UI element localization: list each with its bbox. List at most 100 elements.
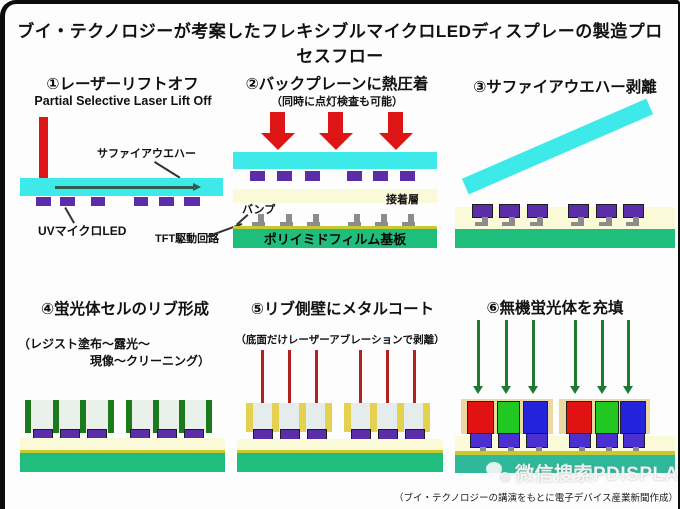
blue-phosphor-cell: [523, 401, 548, 434]
bump-contact: [402, 214, 415, 227]
step1-title: ①レーザーリフトオフ: [46, 76, 199, 93]
resist-rib: [152, 400, 159, 433]
red-phosphor-cell: [566, 401, 592, 434]
micro-led-chip: [91, 197, 105, 206]
ablation-arrow-icon: [386, 350, 389, 414]
bump-label: バンプ: [242, 204, 276, 216]
page-title: ブイ・テクノロジーが考案したフレキシブルマイクロLEDディスプレーの製造プロセス…: [17, 22, 663, 66]
polyimide-substrate-bar: [455, 455, 675, 473]
led-pointer-line: [64, 207, 75, 224]
polyimide-substrate-bar: ポリイミドフィルム基板: [233, 229, 437, 248]
blue-phosphor-cell: [620, 401, 646, 434]
phosphor-filled-group: [461, 399, 553, 434]
scan-direction-arrow-icon: [55, 186, 193, 189]
adhesive-layer-bar: [237, 439, 443, 451]
peeled-sapphire-wafer-bar: [461, 98, 654, 195]
metal-rib: [396, 403, 404, 432]
fill-arrow-icon: [532, 320, 535, 386]
micro-led-chip: [373, 171, 388, 181]
micro-led-chip: [498, 433, 520, 456]
micro-led-chip: [134, 197, 148, 206]
micro-led-chip: [36, 197, 51, 206]
micro-led-chip: [60, 197, 75, 206]
red-phosphor-cell: [467, 401, 494, 434]
micro-led-chip: [159, 197, 174, 206]
adhesive-layer-bar: [233, 189, 437, 203]
step5-subtitle: （底面だけレーザーアブレーションで剥離）: [235, 334, 445, 346]
metal-rib: [246, 403, 253, 432]
wafer-pointer-line: [154, 161, 181, 179]
bump-contact: [307, 214, 320, 227]
tft-circuit-label: TFT駆動回路: [155, 233, 220, 245]
backplane-surface-line: [237, 450, 443, 454]
micro-led-chip: [526, 433, 548, 456]
micro-led-chip: [347, 171, 362, 181]
resist-rib: [179, 400, 186, 433]
metal-coated-cell-group: [344, 403, 430, 432]
resist-rib: [52, 400, 59, 433]
step4-subtitle-line2: 現像～クリーニング）: [89, 354, 210, 368]
sapphire-wafer-label: サファイアウエハー: [97, 148, 196, 160]
micro-led-chip: [568, 204, 589, 226]
wechat-icon: [486, 461, 512, 484]
metal-rib: [370, 403, 378, 432]
metal-rib: [272, 403, 280, 432]
metal-rib: [344, 403, 351, 432]
step4-title: ④蛍光体セルのリブ形成: [40, 301, 210, 318]
bump-contact: [252, 214, 265, 227]
bump-contact: [375, 214, 388, 227]
watermark-text: 微信搜索PDISPLAY: [515, 464, 680, 485]
ablation-arrow-icon: [261, 350, 264, 414]
fill-arrow-icon: [477, 320, 480, 386]
micro-led-chip: [472, 204, 493, 226]
uv-microled-label: UVマイクロLED: [38, 224, 127, 238]
step1-subtitle-en: Partial Selective Laser Lift Off: [34, 94, 212, 108]
micro-led-chip: [305, 171, 320, 181]
metal-rib: [324, 403, 332, 432]
source-caption: （ブイ・テクノロジーの講演をもとに電子デバイス産業新聞作成）: [394, 493, 678, 504]
resist-rib: [80, 400, 87, 433]
metal-rib: [298, 403, 306, 432]
resist-rib: [107, 400, 114, 433]
step6-title: ⑥無機蛍光体を充填: [486, 300, 624, 317]
fill-arrow-icon: [574, 320, 577, 386]
fill-arrow-icon: [627, 320, 630, 386]
micro-led-chip: [184, 197, 200, 206]
press-arrow-icon: [270, 112, 285, 133]
sapphire-wafer-bar: [233, 152, 437, 169]
polyimide-substrate-bar: [20, 453, 225, 472]
metal-rib: [422, 403, 430, 432]
backplane-surface-line: [455, 451, 675, 455]
micro-led-chip: [569, 433, 591, 456]
bump-contact: [348, 214, 361, 227]
press-arrow-icon: [388, 112, 403, 133]
micro-led-chip: [250, 171, 265, 181]
micro-led-chip: [400, 171, 415, 181]
step4-subtitle-line1: （レジスト塗布～露光～: [18, 337, 151, 351]
phosphor-filled-group: [559, 399, 650, 434]
polyimide-substrate-bar: [237, 453, 443, 472]
laser-arrow-icon: [39, 117, 48, 180]
step5-title: ⑤リブ側壁にメタルコート: [250, 301, 435, 318]
adhesive-label: 接着層: [386, 194, 419, 206]
bump-contact: [280, 214, 293, 227]
micro-led-chip: [596, 204, 617, 226]
fill-arrow-icon: [505, 320, 508, 386]
resist-rib: [126, 400, 132, 433]
step3-title: ③サファイアウエハー剥離: [473, 79, 657, 96]
green-phosphor-cell: [595, 401, 619, 434]
press-arrow-icon: [328, 112, 343, 133]
micro-led-chip: [499, 204, 520, 226]
backplane-surface-line: [20, 450, 225, 454]
step2-title: ②バックプレーンに熱圧着: [245, 76, 429, 93]
green-phosphor-cell: [497, 401, 520, 434]
watermark: 微信搜索PDISPLAY: [486, 459, 680, 486]
micro-led-chip: [623, 433, 645, 456]
micro-led-chip: [277, 171, 292, 181]
micro-led-chip: [623, 204, 644, 226]
polyimide-substrate-bar: [455, 229, 675, 248]
step2-subtitle: （同時に点灯検査も可能）: [271, 96, 403, 108]
phosphor-cell-group: [25, 400, 114, 433]
adhesive-layer-bar: [20, 438, 225, 451]
resist-rib: [25, 400, 31, 433]
